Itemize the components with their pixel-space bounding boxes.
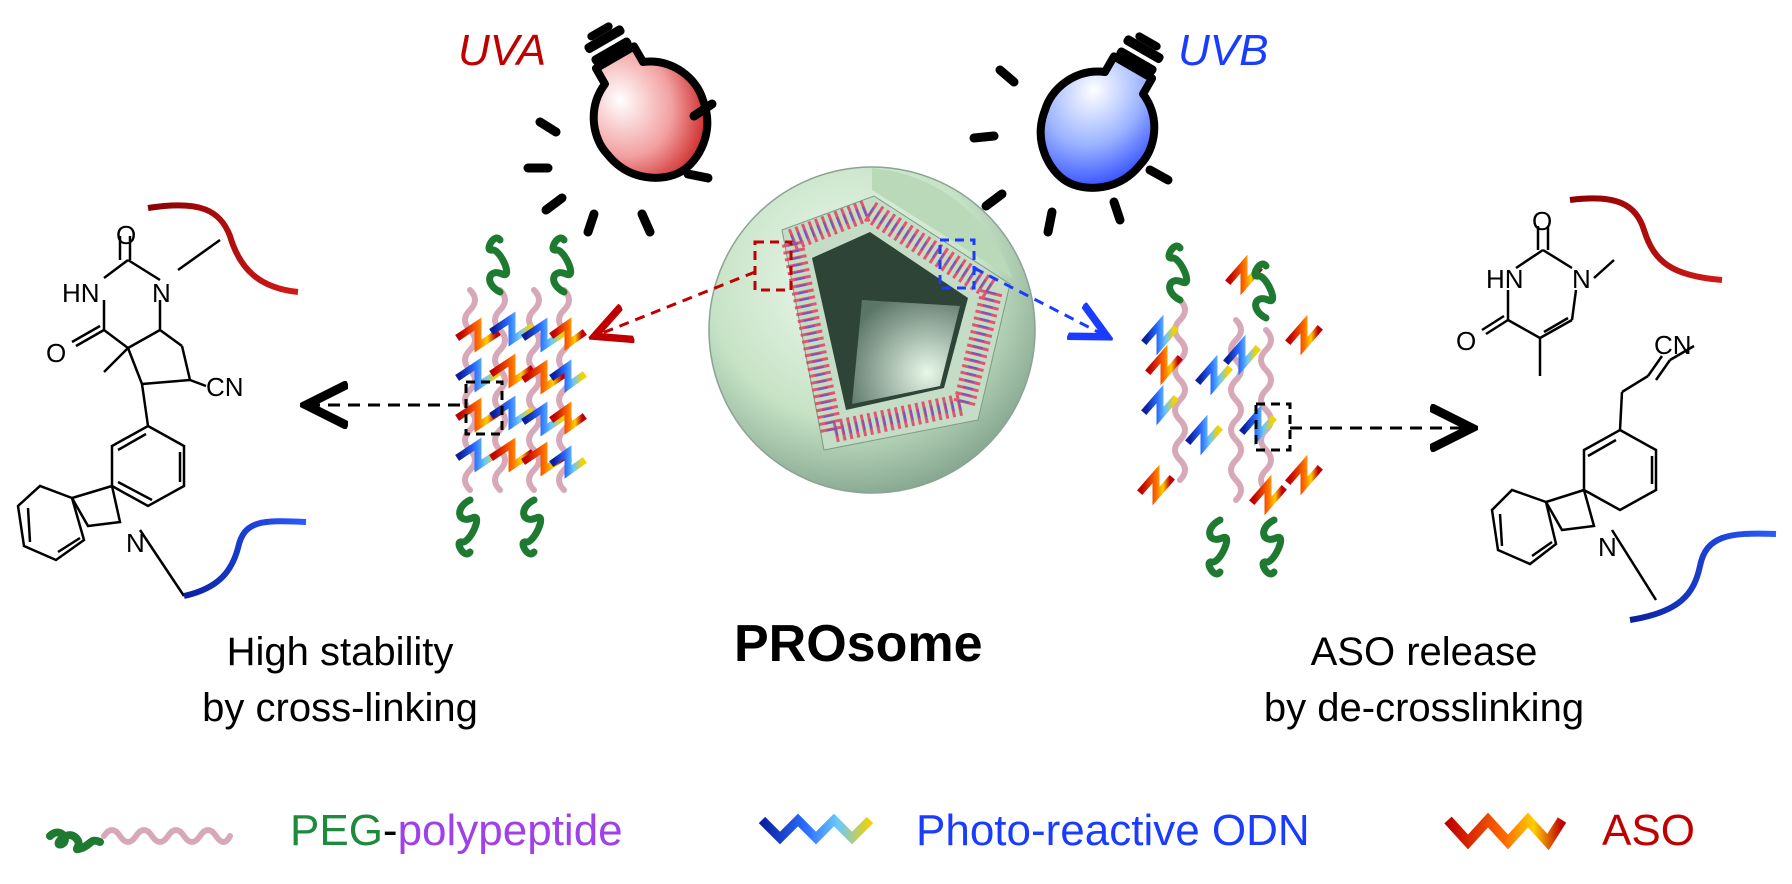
right-blue-tail bbox=[1629, 530, 1777, 623]
crosslinked-bundle bbox=[455, 234, 587, 558]
uvb-zoom-box bbox=[938, 238, 976, 290]
left-o-top-label: O bbox=[116, 220, 136, 250]
left-caption: High stability by cross-linking bbox=[150, 624, 530, 736]
right-o-left-label: O bbox=[1456, 326, 1476, 356]
right-caption-line1: ASO release bbox=[1310, 630, 1538, 674]
decrosslinked-molecule bbox=[1481, 226, 1695, 601]
left-red-tail bbox=[147, 202, 299, 295]
right-o-top-label: O bbox=[1532, 206, 1552, 236]
peg-polypeptide-icon bbox=[46, 827, 233, 854]
legend-polypeptide-text: polypeptide bbox=[397, 806, 623, 855]
prosome-sphere bbox=[708, 166, 1036, 494]
right-cn-label: CN bbox=[1654, 330, 1692, 360]
left-n-label: N bbox=[152, 278, 171, 308]
uva-zoom-box bbox=[753, 240, 793, 292]
right-n-label: N bbox=[1572, 264, 1591, 294]
uvb-arrow bbox=[973, 266, 1102, 334]
uva-arrow bbox=[600, 270, 756, 334]
legend-odn-text: Photo-reactive ODN bbox=[916, 806, 1310, 855]
left-caption-line2: by cross-linking bbox=[202, 686, 478, 730]
aso-icon bbox=[1444, 812, 1567, 851]
right-caption-line2: by de-crosslinking bbox=[1263, 686, 1585, 730]
left-blue-tail bbox=[183, 518, 307, 599]
photo-reactive-odn-icon bbox=[758, 813, 874, 845]
uva-bulb-icon bbox=[523, 22, 717, 237]
legend-peg-text: PEG bbox=[290, 806, 383, 855]
right-zoom-box bbox=[1254, 402, 1292, 452]
uva-label: UVA bbox=[458, 26, 547, 75]
left-hn-label: HN bbox=[62, 278, 100, 308]
decrosslinked-bundle bbox=[1137, 242, 1323, 578]
uvb-label: UVB bbox=[1178, 26, 1269, 75]
right-hn-label: HN bbox=[1486, 264, 1524, 294]
left-o-left-label: O bbox=[46, 338, 66, 368]
left-n-carbazole-label: N bbox=[126, 528, 145, 558]
legend-aso-text: ASO bbox=[1602, 806, 1695, 855]
legend-peg-polypeptide: PEG-polypeptide bbox=[290, 806, 623, 856]
right-n-carbazole-label: N bbox=[1598, 532, 1617, 562]
crosslinked-molecule bbox=[16, 236, 221, 597]
right-caption: ASO release by de-crosslinking bbox=[1214, 624, 1634, 736]
legend-dash-text: - bbox=[382, 806, 398, 855]
prosome-title: PROsome bbox=[734, 615, 983, 673]
left-caption-line1: High stability bbox=[226, 630, 454, 674]
left-cn-label: CN bbox=[206, 372, 244, 402]
left-zoom-box bbox=[464, 380, 504, 436]
uvb-bulb-icon bbox=[969, 32, 1173, 237]
right-red-tail bbox=[1569, 195, 1723, 283]
